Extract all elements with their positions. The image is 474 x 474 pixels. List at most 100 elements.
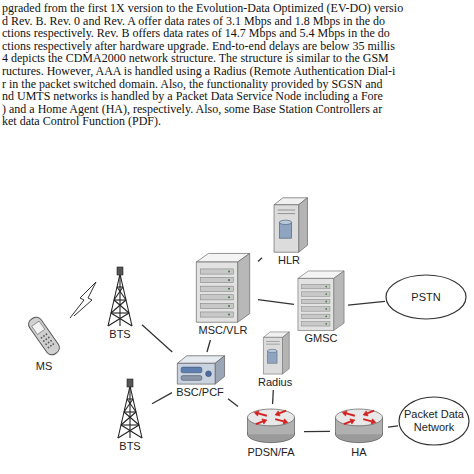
icon-part: [45, 333, 48, 336]
icon-part: [275, 411, 280, 416]
icon-part: [299, 198, 308, 252]
tower-icon: [98, 266, 142, 328]
tower-strut: [121, 425, 142, 438]
icon-part: [181, 367, 202, 373]
node-label: BSC/PCF: [172, 386, 228, 399]
icon-part: [302, 292, 330, 296]
icon-part: [50, 345, 53, 348]
icon-part: [127, 379, 133, 387]
radius-server: Radius: [258, 330, 292, 390]
icon-part: [279, 411, 286, 414]
node-label: MS: [22, 360, 66, 373]
node-label: Packet Data Network: [402, 408, 466, 434]
server-icon: [262, 196, 316, 254]
icon-part: [45, 343, 48, 346]
hlr-server: HLR: [262, 196, 316, 268]
icon-part: [302, 284, 330, 288]
icon-part: [335, 409, 382, 426]
icon-part: [256, 421, 263, 424]
icon-part: [43, 335, 46, 338]
bsc-unit: BSC/PCF: [172, 352, 228, 402]
tower-lattice: [108, 274, 132, 326]
icon-part: [399, 397, 469, 445]
network-link: [258, 300, 294, 305]
icon-part: [268, 349, 278, 352]
icon-part: [181, 376, 202, 381]
icon-part: [363, 411, 368, 416]
node-text-group: MS: [22, 360, 66, 373]
icon-part: [215, 356, 224, 384]
icon-part: [266, 341, 280, 342]
icon-part: [335, 417, 336, 434]
icon-part: [346, 413, 355, 415]
node-label: HLR: [262, 254, 316, 267]
icon-part: [342, 411, 347, 416]
icon-part: [47, 341, 50, 344]
body-text-line: d Rev. B. Rev. 0 and Rev. A offer data r…: [2, 15, 385, 27]
tower-strut: [118, 425, 139, 438]
tower-strut: [117, 287, 126, 300]
icon-part: [371, 419, 376, 424]
icon-part: [117, 267, 123, 275]
icon-part: [40, 336, 43, 339]
icon-part: [302, 314, 330, 318]
icon-part: [26, 315, 62, 357]
icon-part: [274, 205, 299, 252]
network-link: [272, 390, 274, 404]
icon-part: [302, 322, 330, 326]
icon-part: [238, 253, 250, 322]
node-label: PSTN: [394, 291, 458, 304]
node-text-group: BSC/PCF: [172, 386, 228, 399]
node-label: PDSN/FA: [238, 446, 304, 459]
icon-part: [196, 262, 237, 322]
tower-strut: [111, 300, 126, 313]
network-link: [228, 399, 238, 407]
node-label: GMSC: [294, 332, 348, 345]
network-link: [388, 426, 398, 427]
icon-part: [325, 293, 327, 295]
body-text-line: pgraded from the first 1X version to the…: [2, 2, 403, 14]
tower-lattice: [118, 386, 142, 438]
icon-part: [363, 419, 372, 421]
icon-part: [47, 346, 50, 349]
tower-strut: [114, 299, 126, 300]
icon-part: [367, 411, 374, 414]
body-text-line: ructures. However, AAA is handled using …: [2, 65, 395, 77]
network-link: [207, 340, 210, 352]
icon-part: [298, 278, 334, 330]
icon-part: [266, 344, 280, 345]
node-text-group: GMSC: [294, 332, 348, 345]
node-text-group: HA: [330, 446, 388, 459]
icon-part: [325, 308, 327, 310]
icon-part: [201, 286, 234, 291]
node-text-group: PSTN: [394, 291, 458, 304]
icon-part: [302, 299, 330, 303]
icon-part: [32, 321, 45, 334]
icon-part: [325, 315, 327, 317]
icon-part: [263, 337, 282, 374]
router-icon: [238, 404, 304, 446]
tower-strut: [108, 313, 129, 326]
icon-part: [247, 409, 294, 426]
network-link: [348, 301, 385, 305]
network-link: [142, 325, 172, 352]
icon-part: [282, 332, 289, 374]
tower-icon: [108, 378, 152, 440]
gmsc-switch: GMSC: [294, 268, 348, 348]
tower-strut: [124, 412, 139, 425]
rack-icon: [294, 268, 348, 332]
node-text-group: BTS: [98, 328, 142, 341]
node-label: BTS: [98, 328, 142, 341]
icon-part: [228, 279, 230, 281]
router-icon: [330, 404, 388, 446]
icon-part: [201, 312, 234, 317]
network-link: [304, 431, 330, 433]
icon-part: [350, 419, 355, 424]
body-text-line: ctions respectively after hardware upgra…: [2, 40, 395, 52]
icon-part: [177, 363, 215, 384]
icon-part: [294, 417, 295, 434]
icon-part: [247, 417, 248, 434]
pdsn-router: PDSN/FA: [238, 404, 304, 460]
icon-part: [275, 419, 284, 421]
